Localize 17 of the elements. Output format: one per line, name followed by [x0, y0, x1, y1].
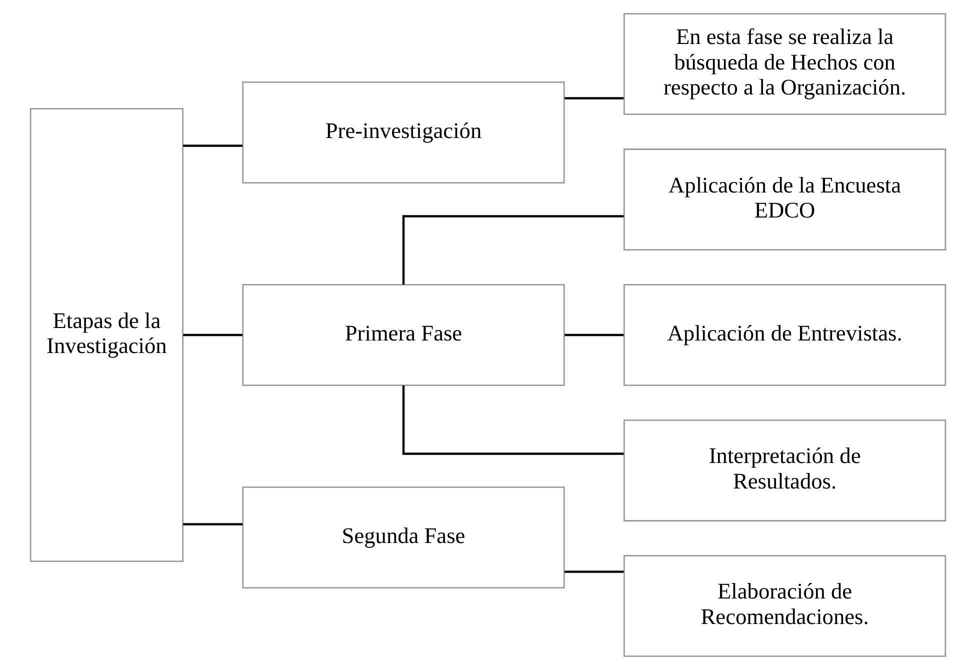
connector: [402, 385, 624, 455]
connector: [183, 144, 242, 147]
node-box: Segunda Fase: [242, 486, 565, 588]
node-box: Aplicación de Entrevistas.: [623, 284, 946, 386]
node-box: En esta fase se realiza la búsqueda de Hechos con respecto a la Organización.: [623, 13, 946, 116]
connector: [564, 334, 624, 336]
connector: [564, 97, 624, 100]
node-box: Interpretación de Resultados.: [623, 420, 946, 522]
connector: [183, 523, 242, 526]
node-box: Primera Fase: [242, 284, 565, 386]
node-box: Etapas de la Investigación: [30, 108, 184, 562]
connector: [564, 570, 624, 573]
node-box: Aplicación de la Encuesta EDCO: [623, 148, 946, 250]
node-box: Elaboración de Recomendaciones.: [623, 554, 946, 657]
connector: [402, 215, 624, 285]
node-box: Pre-investigación: [242, 82, 565, 184]
connector: [183, 334, 242, 336]
